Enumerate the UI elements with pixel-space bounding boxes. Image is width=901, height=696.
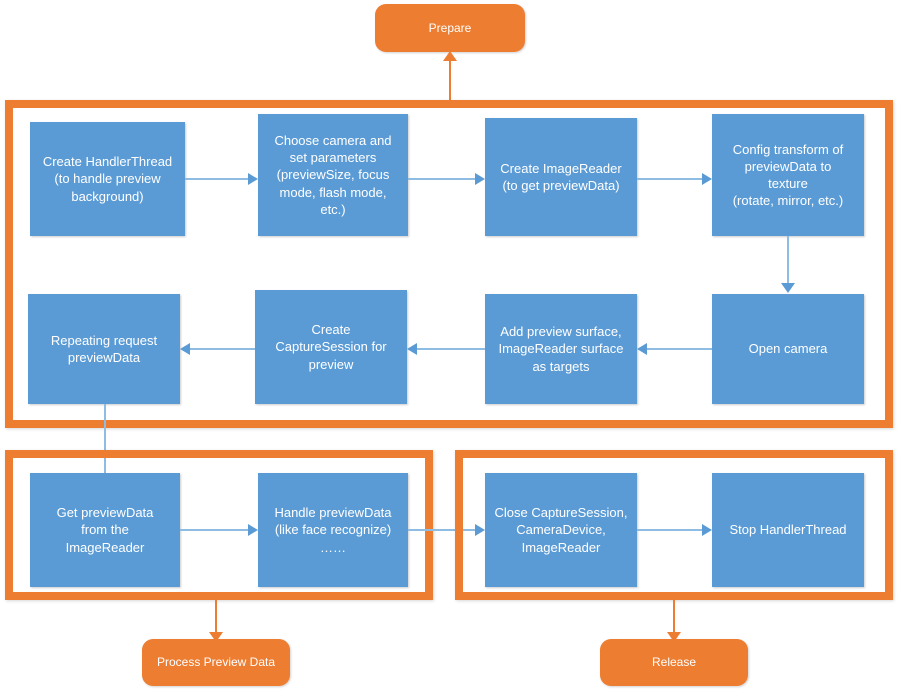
release-terminator[interactable]: Release: [600, 639, 748, 686]
edge-close-session-to-stop-handler-thread-line: [637, 529, 702, 531]
edge-add-preview-surface-to-create-capturesession-arrowhead: [407, 343, 417, 355]
edge-create-imagereader-to-config-transform-arrowhead: [702, 173, 712, 185]
process-group[interactable]: [5, 450, 433, 600]
edge-process-group-to-process-preview-data-line: [215, 596, 217, 638]
node-open-camera-label: Open camera: [748, 341, 828, 357]
edge-prepare-group-to-prepare-line: [449, 60, 451, 101]
node-close-session[interactable]: Close CaptureSession, CameraDevice, Imag…: [485, 473, 637, 587]
edge-create-handler-to-choose-camera-arrowhead: [248, 173, 258, 185]
node-repeating-request[interactable]: Repeating request previewData: [28, 294, 180, 404]
node-open-camera[interactable]: Open camera: [712, 294, 864, 404]
edge-add-preview-surface-to-create-capturesession-line: [417, 348, 485, 350]
node-choose-camera-label: Choose camera and set parameters (previe…: [274, 133, 392, 217]
node-repeating-request-label: Repeating request previewData: [50, 332, 158, 365]
node-create-imagereader-label: Create ImageReader (to get previewData): [500, 160, 622, 193]
release-label: Release: [651, 655, 697, 669]
process-preview-data-terminator[interactable]: Process Preview Data: [142, 639, 290, 686]
node-get-previewdata[interactable]: Get previewData from the ImageReader: [30, 473, 180, 587]
node-close-session-label: Close CaptureSession, CameraDevice, Imag…: [494, 505, 628, 555]
edge-config-transform-to-open-camera-line: [787, 236, 789, 284]
node-config-transform[interactable]: Config transform of previewData to textu…: [712, 114, 864, 236]
edge-create-capturesession-to-repeating-request-line: [190, 348, 255, 350]
node-handle-previewdata[interactable]: Handle previewData (like face recognize)…: [258, 473, 408, 587]
edge-get-previewdata-to-handle-previewdata-line: [180, 529, 248, 531]
edge-choose-camera-to-create-imagereader-line: [408, 178, 475, 180]
edge-prepare-group-to-prepare-arrowhead: [443, 51, 457, 61]
edge-repeating-request-to-get-previewdata-line: [104, 404, 106, 482]
edge-release-group-to-release-arrowhead: [667, 632, 681, 642]
edge-create-imagereader-to-config-transform-line: [637, 178, 702, 180]
prepare-terminator[interactable]: Prepare: [375, 4, 525, 52]
node-handle-previewdata-label: Handle previewData (like face recognize)…: [274, 505, 392, 555]
prepare-label: Prepare: [428, 20, 472, 35]
node-choose-camera[interactable]: Choose camera and set parameters (previe…: [258, 114, 408, 236]
edge-create-capturesession-to-repeating-request-arrowhead: [180, 343, 190, 355]
node-stop-handler-thread[interactable]: Stop HandlerThread: [712, 473, 864, 587]
node-create-capturesession[interactable]: Create CaptureSession for preview: [255, 290, 407, 404]
node-get-previewdata-label: Get previewData from the ImageReader: [56, 505, 154, 555]
node-create-handler-thread-label: Create HandlerThread (to handle preview …: [42, 154, 173, 204]
edge-process-group-to-process-preview-data-arrowhead: [209, 632, 223, 642]
edge-config-transform-to-open-camera-arrowhead: [781, 283, 795, 293]
edge-release-group-to-release-line: [673, 596, 675, 638]
edge-create-handler-to-choose-camera-line: [185, 178, 248, 180]
node-add-preview-surface-label: Add preview surface, ImageReader surface…: [498, 324, 624, 374]
prepare-group[interactable]: [5, 100, 893, 428]
edge-choose-camera-to-create-imagereader-arrowhead: [475, 173, 485, 185]
node-add-preview-surface[interactable]: Add preview surface, ImageReader surface…: [485, 294, 637, 404]
node-config-transform-label: Config transform of previewData to textu…: [732, 141, 844, 209]
edge-handle-previewdata-to-close-session-line: [408, 529, 475, 531]
edge-get-previewdata-to-handle-previewdata-arrowhead: [248, 524, 258, 536]
process-preview-data-label: Process Preview Data: [156, 655, 276, 669]
edge-open-camera-to-add-preview-surface-line: [647, 348, 712, 350]
edge-close-session-to-stop-handler-thread-arrowhead: [702, 524, 712, 536]
node-create-capturesession-label: Create CaptureSession for preview: [275, 322, 387, 372]
edge-open-camera-to-add-preview-surface-arrowhead: [637, 343, 647, 355]
node-stop-handler-thread-label: Stop HandlerThread: [729, 522, 847, 538]
node-create-imagereader[interactable]: Create ImageReader (to get previewData): [485, 118, 637, 236]
node-create-handler-thread[interactable]: Create HandlerThread (to handle preview …: [30, 122, 185, 236]
edge-handle-previewdata-to-close-session-arrowhead: [475, 524, 485, 536]
